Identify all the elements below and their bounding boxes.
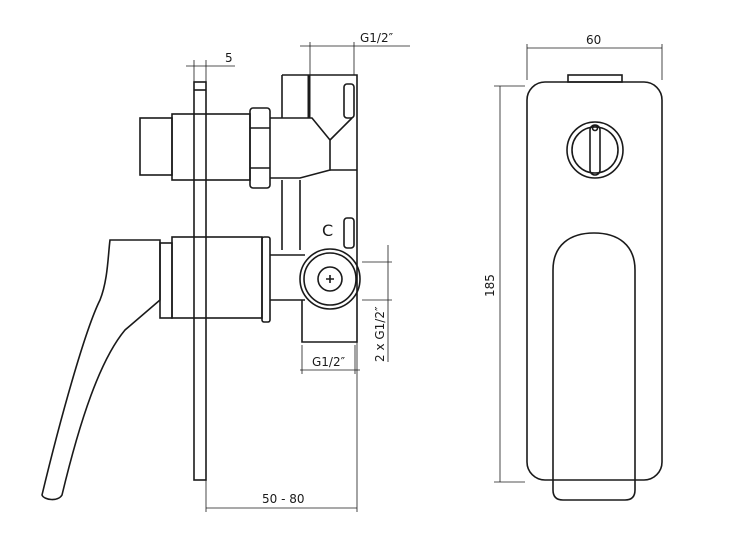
dim-width: 60 bbox=[586, 33, 601, 47]
cover-plate bbox=[526, 81, 663, 481]
body-neck bbox=[270, 117, 331, 179]
diverter-knob bbox=[566, 121, 624, 179]
dim-height: 185 bbox=[483, 274, 497, 297]
dim-outlets: 2 x G1/2″ bbox=[373, 306, 387, 362]
plus-icon bbox=[326, 275, 334, 283]
top-tab bbox=[567, 74, 623, 83]
dim-depth: 50 - 80 bbox=[262, 492, 305, 506]
upper-cartridge bbox=[171, 113, 251, 181]
hex-nut bbox=[249, 107, 271, 189]
side-view: C 5 G1/2″ G1/2″ 2 x G1/2″ 50 - 80 bbox=[41, 31, 410, 512]
dim-top-port: G1/2″ bbox=[360, 31, 394, 45]
lever-handle-front bbox=[552, 232, 636, 501]
body-marking: C bbox=[322, 221, 333, 240]
dim-bottom-port: G1/2″ bbox=[312, 355, 346, 369]
lower-cartridge bbox=[171, 236, 263, 319]
front-view: 60 185 bbox=[483, 33, 663, 501]
lower-spacer bbox=[159, 242, 173, 319]
wall-plate-side bbox=[193, 81, 207, 481]
lever-handle-side bbox=[41, 239, 161, 501]
diverter-cap bbox=[139, 117, 173, 176]
dim-plate-thickness: 5 bbox=[225, 51, 233, 65]
outlet-union bbox=[299, 248, 361, 310]
